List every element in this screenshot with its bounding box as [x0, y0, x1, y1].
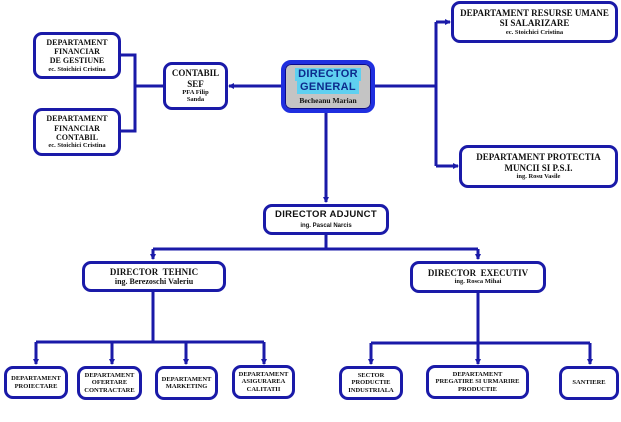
dept-proiectare-line: PROIECTARE — [14, 382, 58, 390]
dept-protectia-muncii-line: DEPARTAMENT PROTECTIA — [476, 152, 601, 163]
director-tehnic-title: DIRECTOR TEHNIC — [109, 266, 199, 277]
dept-financiar-contabil-box[interactable]: DEPARTAMENT FINANCIAR CONTABIL ec. Stoic… — [33, 108, 121, 156]
dept-ofertare-line: DEPARTAMENT — [84, 371, 135, 379]
dept-financiar-contabil-line: DEPARTAMENT — [46, 114, 108, 124]
dept-marketing-line: MARKETING — [165, 383, 208, 390]
dept-marketing-line: DEPARTAMENT — [161, 375, 212, 383]
dept-financiar-contabil-line: CONTABIL — [55, 132, 99, 142]
director-adjunct-name: ing. Pascal Narcis — [300, 222, 352, 229]
dept-resurse-umane-box[interactable]: DEPARTAMENT RESURSE UMANE SI SALARIZARE … — [451, 1, 618, 43]
dept-financiar-gestiune-line: DEPARTAMENT — [46, 37, 108, 47]
dept-marketing-box[interactable]: DEPARTAMENT MARKETING — [155, 366, 218, 400]
dept-financiar-gestiune-line: DE GESTIUNE — [49, 56, 105, 66]
dept-pregatire-line: PREGATIRE SI URMARIRE — [435, 378, 520, 386]
director-executiv-box[interactable]: DIRECTOR EXECUTIV ing. Rosca Mihai — [410, 261, 546, 293]
dept-proiectare-line: DEPARTAMENT — [11, 375, 61, 383]
contabil-sef-name-1: PFA Filip — [182, 88, 209, 96]
director-tehnic-name: ing. Berezoschi Valeriu — [114, 277, 194, 287]
sector-productie-line: INDUSTRIALA — [348, 386, 394, 394]
sector-productie-line: SECTOR — [357, 371, 385, 379]
dept-ofertare-line: OFERTARE — [91, 379, 128, 387]
contabil-sef-box[interactable]: CONTABIL SEF PFA Filip Sanda — [163, 62, 228, 110]
dept-financiar-gestiune-box[interactable]: DEPARTAMENT FINANCIAR DE GESTIUNE ec. St… — [33, 32, 121, 79]
director-general-title-1: DIRECTOR — [295, 67, 361, 81]
dept-resurse-umane-name: ec. Stoichici Cristina — [505, 28, 564, 36]
director-general-name: Becheanu Marian — [299, 95, 357, 105]
director-general-title-2: GENERAL — [297, 80, 359, 94]
dept-resurse-umane-line: DEPARTAMENT RESURSE UMANE — [460, 7, 609, 18]
director-executiv-name: ing. Rosca Mihai — [454, 278, 502, 286]
dept-asigurarea-calitatii-box[interactable]: DEPARTAMENT ASIGURAREA CALITATII — [232, 365, 295, 399]
director-executiv-title: DIRECTOR EXECUTIV — [427, 268, 529, 279]
director-general-box[interactable]: DIRECTOR GENERAL Becheanu Marian — [281, 60, 375, 113]
contabil-sef-name-2: Sanda — [186, 96, 205, 104]
dept-financiar-contabil-line: FINANCIAR — [54, 123, 100, 133]
dept-financiar-gestiune-line: FINANCIAR — [54, 47, 100, 57]
contabil-sef-title-1: CONTABIL — [171, 68, 220, 79]
dept-resurse-umane-line: SI SALARIZARE — [499, 18, 570, 29]
dept-asigurarea-line: ASIGURAREA — [241, 378, 286, 386]
santiere-box[interactable]: SANTIERE — [559, 366, 619, 400]
dept-financiar-gestiune-name: ec. Stoichici Cristina — [48, 65, 106, 73]
director-adjunct-title: DIRECTOR ADJUNCT — [275, 208, 377, 220]
sector-productie-industriala-box[interactable]: SECTOR PRODUCTIE INDUSTRIALA — [339, 366, 403, 400]
sector-productie-line: PRODUCTIE — [351, 379, 391, 387]
dept-financiar-contabil-name: ec. Stoichici Cristina — [48, 142, 106, 150]
dept-asigurarea-line: DEPARTAMENT — [238, 370, 289, 378]
dept-protectia-muncii-box[interactable]: DEPARTAMENT PROTECTIA MUNCII SI P.S.I. i… — [459, 145, 618, 188]
dept-pregatire-urmarire-box[interactable]: DEPARTAMENT PREGATIRE SI URMARIRE PRODUC… — [426, 365, 529, 399]
dept-proiectare-box[interactable]: DEPARTAMENT PROIECTARE — [4, 366, 68, 399]
contabil-sef-title-2: SEF — [187, 78, 204, 89]
dept-ofertare-line: CONTRACTARE — [84, 386, 135, 394]
dept-pregatire-line: DEPARTAMENT — [452, 370, 503, 378]
dept-protectia-muncii-name: ing. Rosu Vasile — [516, 173, 561, 181]
director-adjunct-box[interactable]: DIRECTOR ADJUNCT ing. Pascal Narcis — [263, 204, 389, 235]
dept-protectia-muncii-line: MUNCII SI P.S.I. — [504, 162, 573, 173]
dept-ofertare-contractare-box[interactable]: DEPARTAMENT OFERTARE CONTRACTARE — [77, 366, 142, 400]
director-tehnic-box[interactable]: DIRECTOR TEHNIC ing. Berezoschi Valeriu — [82, 261, 226, 292]
dept-pregatire-line: PRODUCTIE — [457, 385, 497, 393]
dept-asigurarea-line: CALITATII — [246, 385, 281, 393]
connector-financiar-bracket — [120, 53, 137, 133]
santiere-line: SANTIERE — [572, 379, 606, 387]
